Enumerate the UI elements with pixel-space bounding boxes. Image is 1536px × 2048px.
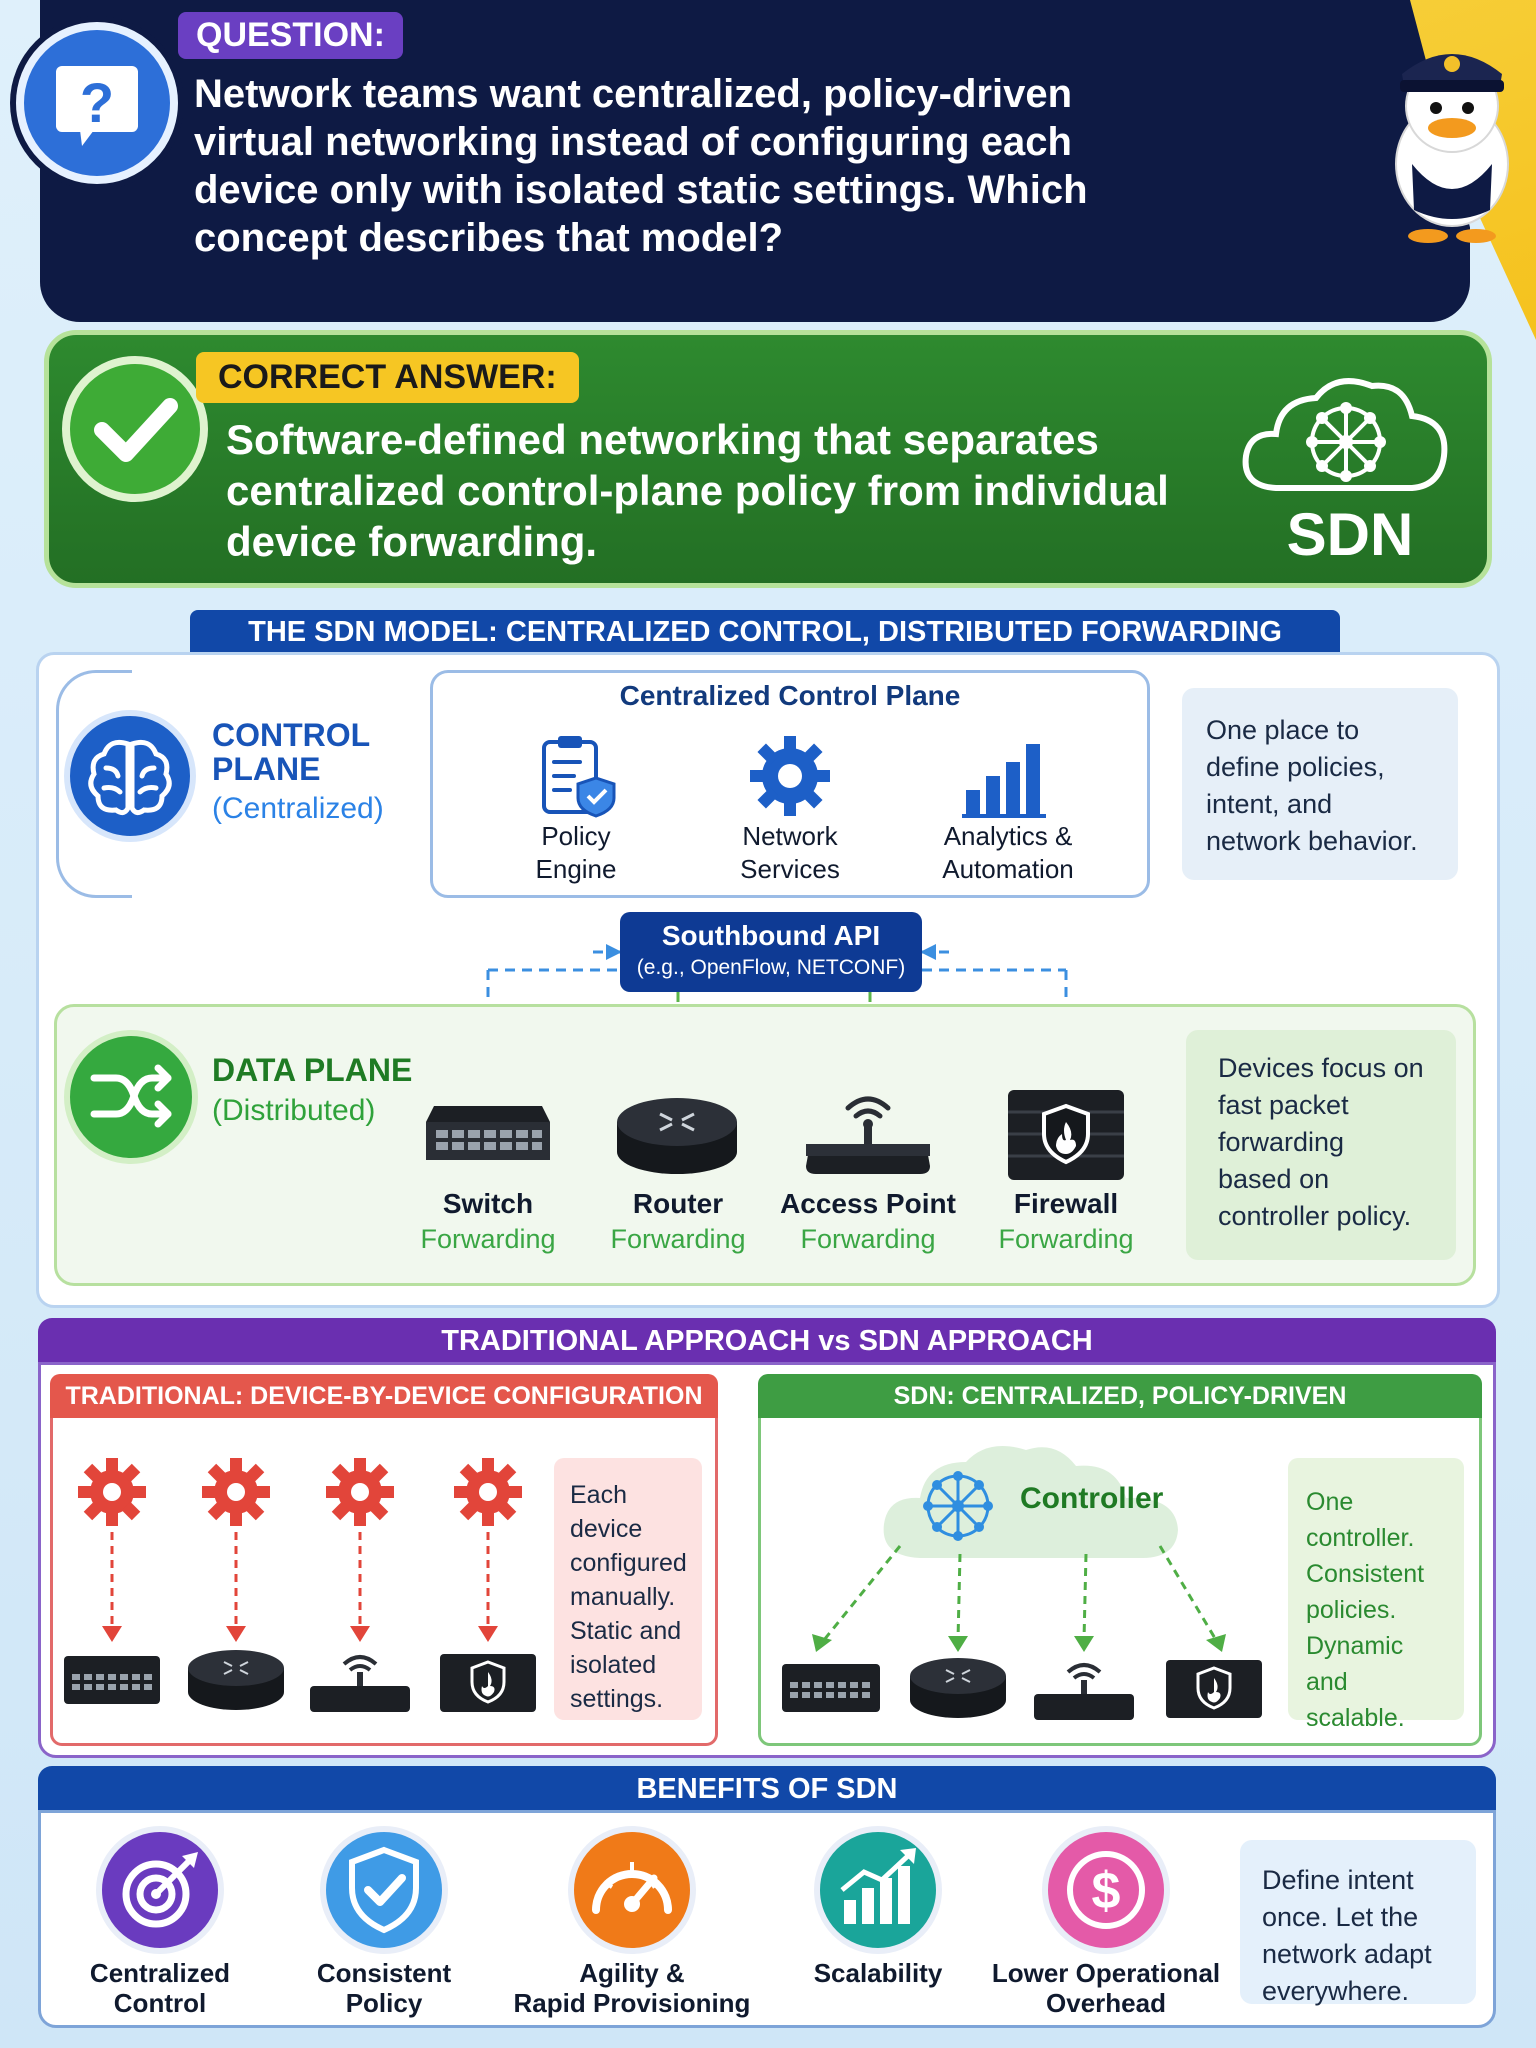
southbound-api-box: Southbound API (e.g., OpenFlow, NETCONF) xyxy=(620,912,922,992)
controller-cloud-icon xyxy=(876,1436,1186,1566)
service-analytics-label: Analytics & Automation xyxy=(908,820,1108,886)
service-network-services-label: Network Services xyxy=(690,820,890,886)
benefit-label-line1: Lower Operational xyxy=(991,1958,1221,1988)
service-label-line2: Engine xyxy=(535,854,617,884)
gear-icon xyxy=(748,734,832,818)
target-icon xyxy=(96,1826,224,1954)
device-firewall-name: Firewall xyxy=(1013,1188,1119,1219)
traditional-heading: TRADITIONAL: DEVICE-BY-DEVICE CONFIGURAT… xyxy=(50,1374,718,1418)
control-plane-title: CONTROL PLANE xyxy=(212,718,370,786)
centralized-control-plane-box xyxy=(430,670,1150,898)
benefit-label-line2: Overhead xyxy=(1046,1988,1166,2018)
api-subtitle: (e.g., OpenFlow, NETCONF) xyxy=(636,956,906,979)
data-plane-subtitle: (Distributed) xyxy=(212,1094,376,1127)
service-label-line2: Automation xyxy=(942,854,1074,884)
benefit-scalability-label: Scalability xyxy=(753,1958,1003,1988)
benefit-agility-label: Agility & Rapid Provisioning xyxy=(507,1958,757,2018)
benefits-heading: BENEFITS OF SDN xyxy=(38,1766,1496,1812)
dollar-icon: $ xyxy=(1042,1826,1170,1954)
question-icon: ? xyxy=(16,22,178,184)
device-access-point-sub: Forwarding xyxy=(800,1224,936,1254)
benefit-label-line1: Centralized xyxy=(89,1958,231,1988)
router-icon xyxy=(614,1094,740,1176)
traditional-diagram xyxy=(54,1450,554,1730)
traditional-note: Each device configured manually. Static … xyxy=(554,1458,702,1720)
control-plane-subtitle: (Centralized) xyxy=(212,792,384,825)
service-label-line2: Services xyxy=(740,854,840,884)
sdn-approach-heading: SDN: CENTRALIZED, POLICY-DRIVEN xyxy=(758,1374,1482,1418)
service-label-line1: Policy xyxy=(541,821,611,851)
sdn-approach-note: One controller. Consistent policies. Dyn… xyxy=(1288,1458,1464,1732)
clipboard-shield-icon xyxy=(538,734,618,818)
control-plane-bracket xyxy=(56,670,132,898)
benefit-consistent-policy-label: Consistent Policy xyxy=(259,1958,509,2018)
control-plane-title-line1: CONTROL xyxy=(212,717,371,753)
centralized-control-plane-title: Centralized Control Plane xyxy=(619,680,961,711)
benefit-label-line2: Rapid Provisioning xyxy=(513,1988,751,2018)
access-point-icon xyxy=(802,1082,934,1178)
sdn-cloud-network-icon xyxy=(1236,368,1456,568)
device-switch-name: Switch xyxy=(442,1188,534,1219)
answer-label: CORRECT ANSWER: xyxy=(196,352,579,403)
device-access-point-name: Access Point xyxy=(780,1188,956,1219)
api-title: Southbound API xyxy=(661,920,881,951)
device-router-sub: Forwarding xyxy=(610,1224,746,1254)
speedometer-icon xyxy=(568,1826,696,1954)
sailor-duck-mascot xyxy=(1372,14,1532,244)
shuffle-arrows-icon xyxy=(64,1030,198,1164)
device-switch-sub: Forwarding xyxy=(420,1224,556,1254)
svg-text:$: $ xyxy=(1092,1862,1121,1920)
benefits-note: Define intent once. Let the network adap… xyxy=(1240,1840,1476,2006)
shield-check-icon xyxy=(320,1826,448,1954)
brain-icon xyxy=(64,710,196,842)
data-plane-title: DATA PLANE xyxy=(212,1052,413,1088)
growth-chart-icon xyxy=(814,1826,942,1954)
sdn-approach-diagram xyxy=(770,1540,1290,1740)
service-label-line1: Network xyxy=(742,821,838,851)
controller-label: Controller xyxy=(1020,1482,1164,1515)
benefit-lower-overhead-label: Lower Operational Overhead xyxy=(981,1958,1231,2018)
question-label: QUESTION: xyxy=(178,12,403,59)
benefit-label-line1: Consistent xyxy=(316,1958,452,1988)
sdn-logo-text: SDN xyxy=(1286,501,1414,568)
benefit-label-line1: Agility & xyxy=(579,1958,685,1988)
device-firewall-sub: Forwarding xyxy=(998,1224,1134,1254)
answer-text: Software-defined networking that separat… xyxy=(226,416,1169,565)
control-plane-title-line2: PLANE xyxy=(212,751,321,787)
sdn-model-heading: THE SDN MODEL: CENTRALIZED CONTROL, DIST… xyxy=(190,610,1340,654)
switch-icon xyxy=(424,1100,552,1166)
benefit-label-line2: Control xyxy=(113,1988,207,2018)
svg-text:?: ? xyxy=(80,71,114,134)
bar-chart-icon xyxy=(962,738,1048,818)
comparison-heading: TRADITIONAL APPROACH vs SDN APPROACH xyxy=(38,1318,1496,1364)
data-plane-note: Devices focus on fast packet forwarding … xyxy=(1186,1030,1456,1260)
benefit-label-line2: Policy xyxy=(345,1988,423,2018)
firewall-icon xyxy=(1008,1090,1124,1180)
control-plane-note: One place to define policies, intent, an… xyxy=(1182,688,1458,880)
benefit-label-line1: Scalability xyxy=(813,1958,943,1988)
device-router-name: Router xyxy=(632,1188,724,1219)
service-label-line1: Analytics & xyxy=(943,821,1073,851)
checkmark-icon xyxy=(62,356,208,502)
service-policy-engine-label: Policy Engine xyxy=(476,820,676,886)
question-text: Network teams want centralized, policy-d… xyxy=(194,72,1088,260)
benefit-centralized-control-label: Centralized Control xyxy=(35,1958,285,2018)
